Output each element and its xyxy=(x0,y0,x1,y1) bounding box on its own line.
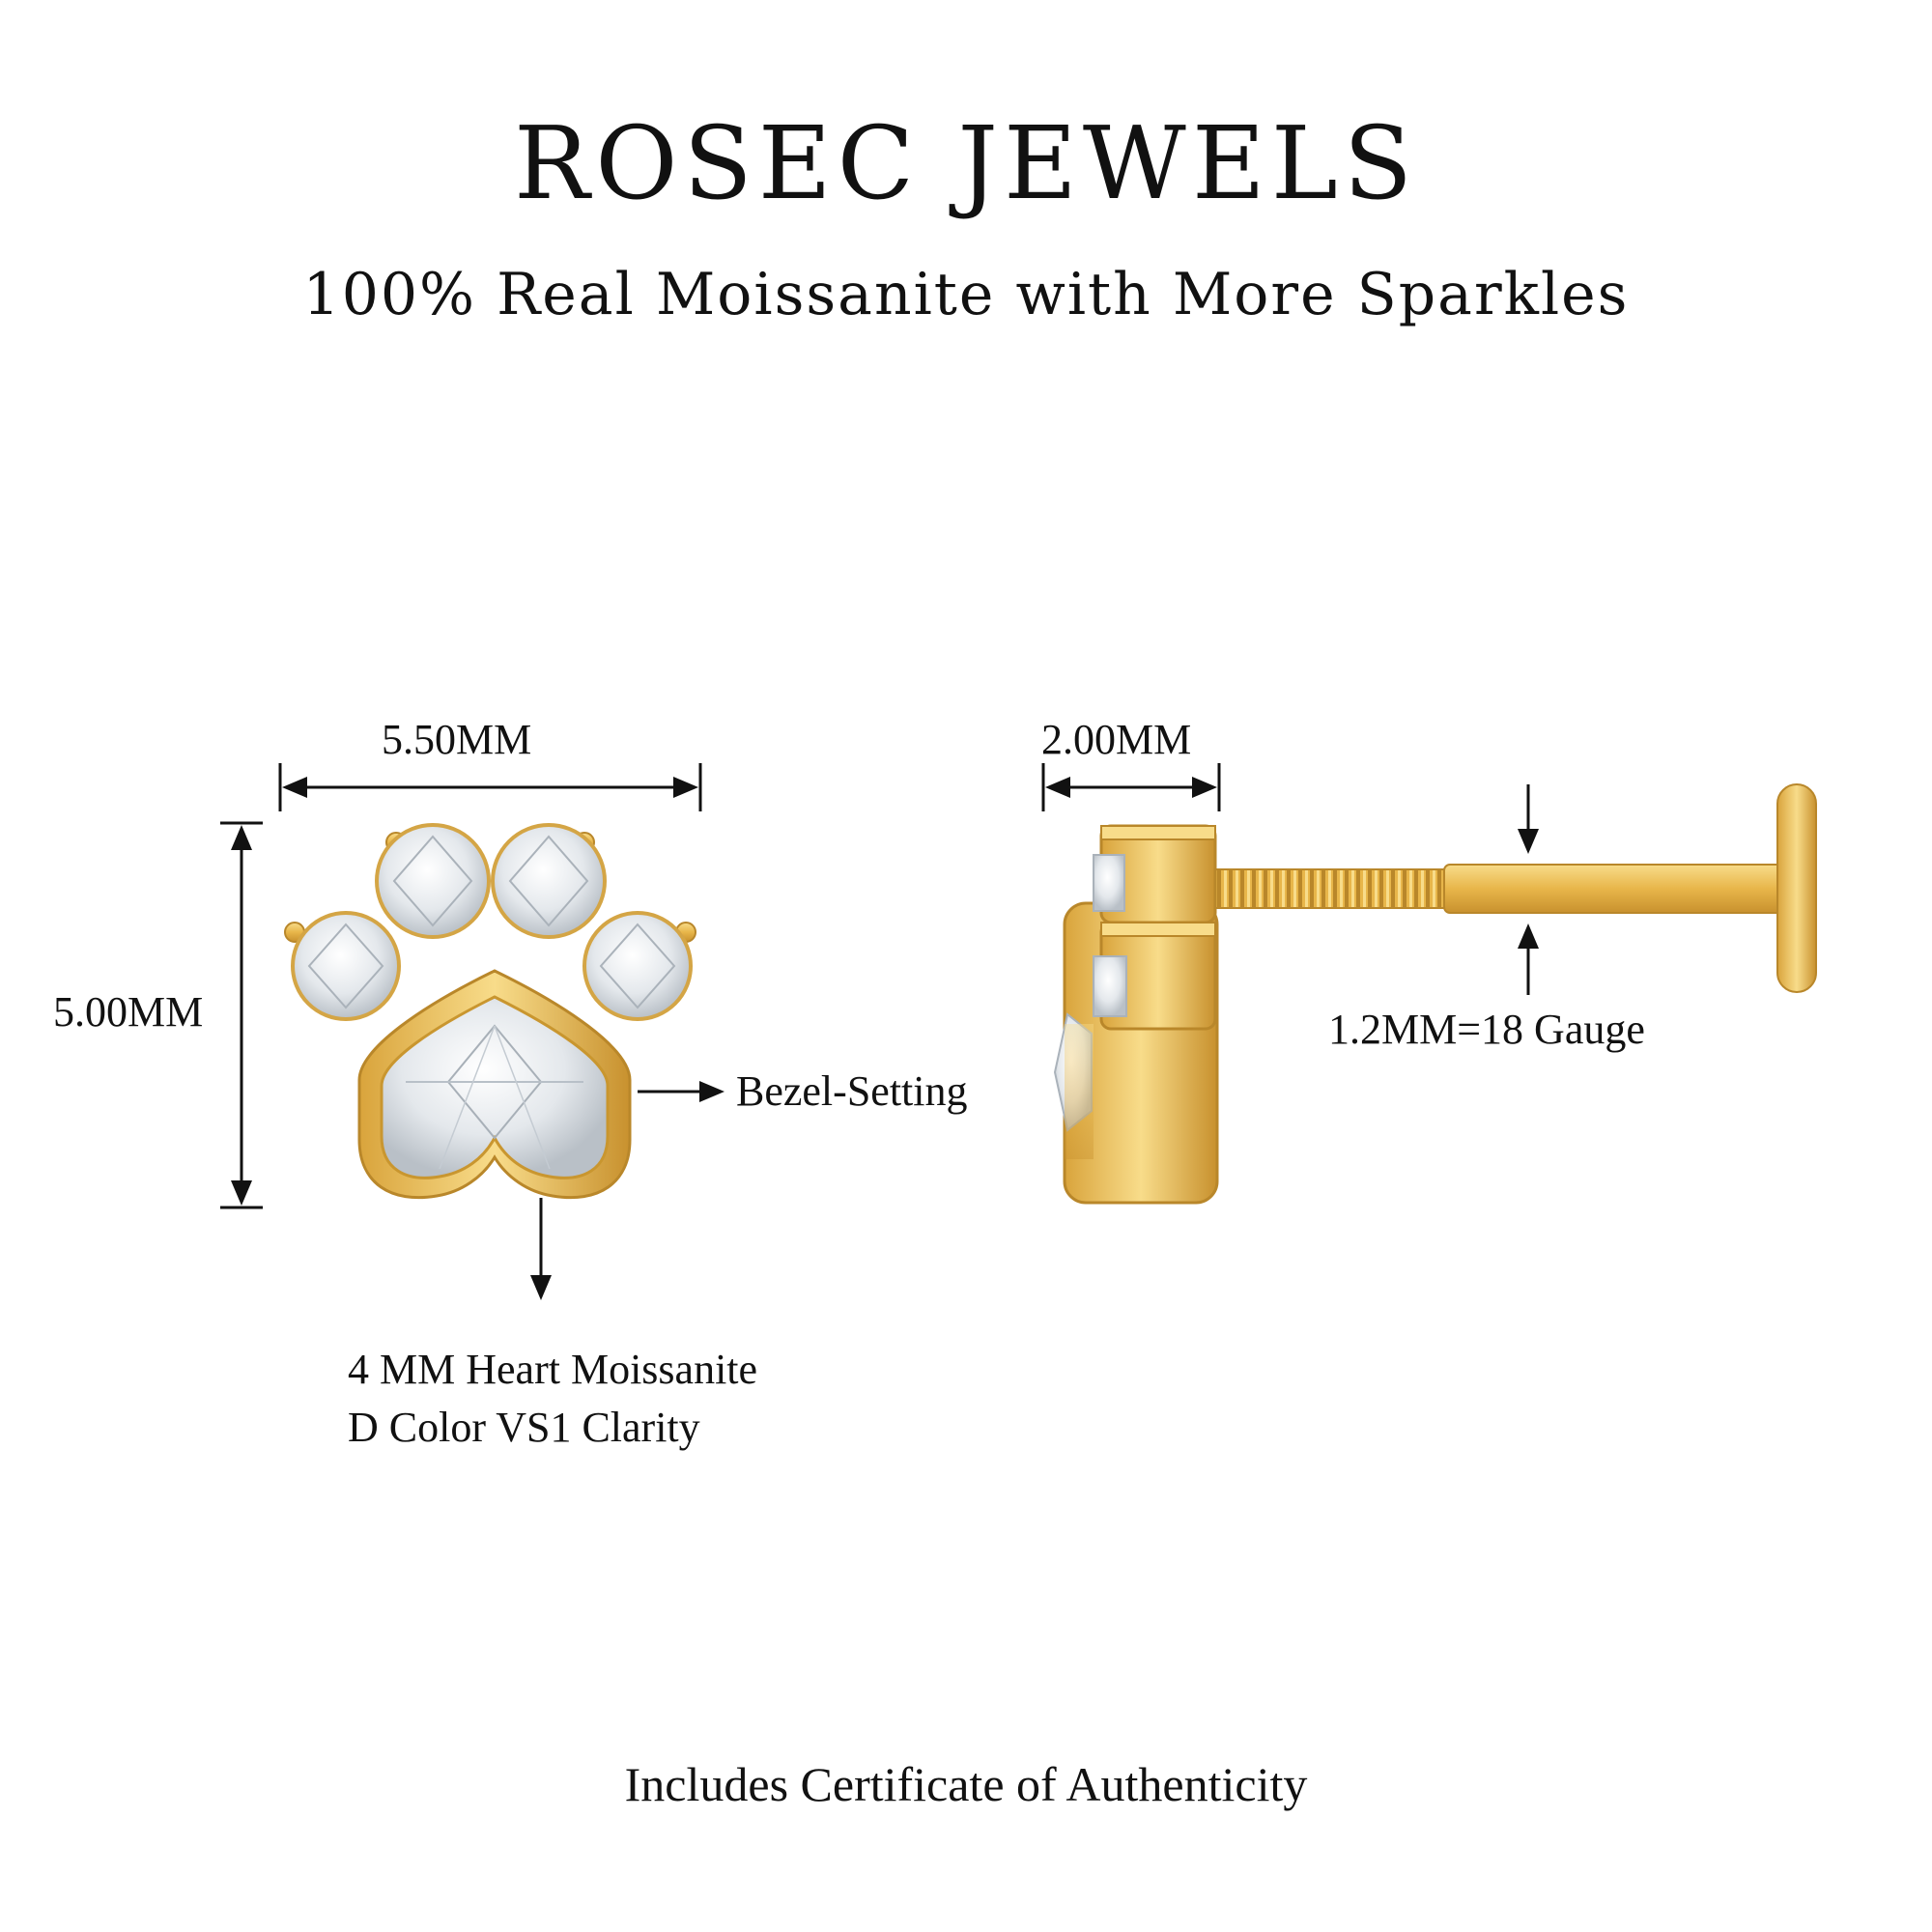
labret-post-icon xyxy=(1443,864,1803,914)
toe-stone-icon xyxy=(375,823,491,939)
stone-profile-icon xyxy=(1093,955,1127,1017)
stone-spec-line1: 4 MM Heart Moissanite xyxy=(348,1346,758,1393)
width-dimension xyxy=(278,763,702,811)
heart-bezel-icon xyxy=(357,969,632,1200)
stone-profile-icon xyxy=(1093,854,1125,912)
flat-back-disc-icon xyxy=(1776,783,1817,993)
height-dimension xyxy=(220,821,263,1209)
toe-stone-icon xyxy=(291,911,401,1021)
certificate-note: Includes Certificate of Authenticity xyxy=(624,1757,1308,1811)
paw-earring-front xyxy=(284,823,696,1200)
gauge-label: 1.2MM=18 Gauge xyxy=(1328,1006,1645,1053)
heart-stone-arrow xyxy=(530,1198,552,1300)
bezel-setting-arrow xyxy=(638,1081,724,1102)
height-label: 5.00MM xyxy=(53,988,204,1036)
toe-stone-icon xyxy=(491,823,607,939)
depth-label: 2.00MM xyxy=(1041,716,1192,763)
threaded-post-icon xyxy=(1211,868,1450,909)
bezel-setting-label: Bezel-Setting xyxy=(736,1067,968,1115)
toe-stone-icon xyxy=(582,911,693,1021)
stone-spec-line2: D Color VS1 Clarity xyxy=(348,1404,700,1451)
depth-dimension xyxy=(1041,763,1221,811)
width-label: 5.50MM xyxy=(382,716,532,763)
gauge-dimension xyxy=(1518,784,1539,995)
tagline: 100% Real Moissanite with More Sparkles xyxy=(302,261,1630,328)
brand-title: ROSEC JEWELS xyxy=(513,104,1419,222)
paw-earring-side xyxy=(1053,783,1817,1205)
